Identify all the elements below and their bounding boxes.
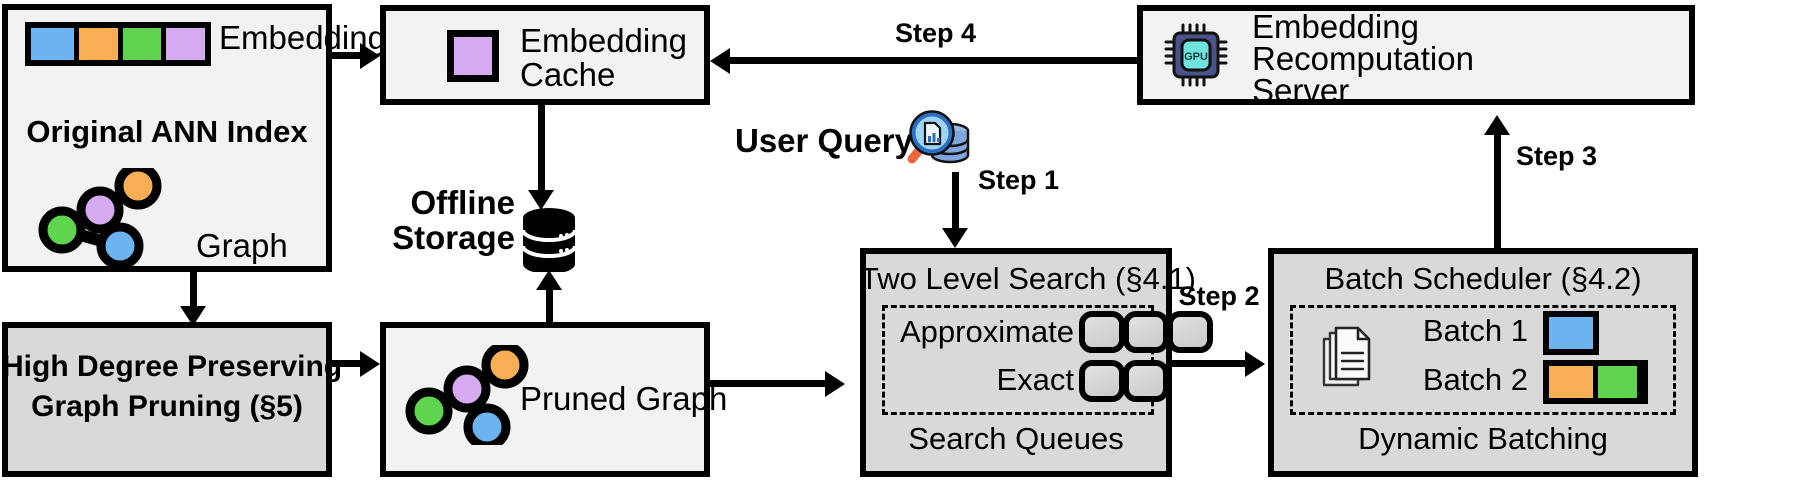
- query-search-database-icon: [905, 105, 975, 175]
- arrow-pruned-graph-to-storage-line: [546, 278, 553, 323]
- arrow-pruned-graph-to-search-head: [825, 371, 845, 397]
- embedding-cache-swatch: [447, 30, 499, 82]
- batch-scheduler-title: Batch Scheduler (§4.2): [1324, 261, 1642, 296]
- dynamic-batching-dashed-region: [1290, 305, 1676, 415]
- search-row-approximate-queues: [1079, 311, 1213, 353]
- search-queues-caption: Search Queues: [908, 421, 1124, 456]
- graph-pruning-label-line1: High Degree Preserving: [2, 350, 343, 383]
- batch-2-swatches: [1543, 360, 1648, 404]
- arrow-cache-to-storage-line: [538, 105, 545, 197]
- arrow-pruned-graph-to-storage-head: [536, 270, 562, 290]
- arrow-step2-line: [1172, 360, 1252, 367]
- database-icon: [521, 206, 577, 272]
- step2-label: Step 2: [1178, 281, 1260, 311]
- embedding-cache-label-line1: Embedding: [520, 22, 687, 59]
- batch-swatch-orange: [1549, 366, 1593, 398]
- documents-stack-icon: [1318, 325, 1374, 391]
- embedding-swatch-green: [117, 28, 162, 60]
- arrow-step3-line: [1494, 130, 1501, 250]
- original-graph-icon: [38, 168, 168, 266]
- offline-storage-label-line2: Storage: [392, 219, 515, 256]
- arrow-index-to-cache-line: [332, 52, 367, 59]
- step1-label: Step 1: [978, 165, 1060, 195]
- embedding-swatch-blue: [31, 28, 75, 60]
- arrow-step1-head: [942, 228, 968, 248]
- embedding-cache-label-line2: Cache: [520, 56, 616, 93]
- queue-tile[interactable]: [1123, 360, 1169, 402]
- arrow-index-to-cache-head: [360, 43, 380, 69]
- offline-storage-label-line1: Offline: [410, 184, 516, 221]
- batch-swatch-blue: [1549, 317, 1593, 349]
- arrow-pruned-graph-to-search-line: [710, 380, 832, 387]
- queue-tile[interactable]: [1123, 311, 1169, 353]
- embedding-swatch-orange: [74, 28, 118, 60]
- step3-label: Step 3: [1516, 141, 1598, 171]
- arrow-step2-head: [1245, 351, 1265, 377]
- arrow-pruning-to-pruned-graph-head: [360, 351, 380, 377]
- embedding-label: Embedding: [219, 19, 386, 56]
- graph-label: Graph: [196, 227, 288, 264]
- search-row-approximate-label: Approximate: [899, 314, 1074, 349]
- graph-pruning-label-line2: Graph Pruning (§5): [31, 390, 303, 423]
- arrow-index-to-pruning-line: [190, 272, 197, 314]
- user-query-label: User Query: [735, 122, 913, 159]
- batch-swatch-green: [1593, 366, 1637, 398]
- queue-tile[interactable]: [1167, 311, 1213, 353]
- original-ann-index-label: Original ANN Index: [26, 114, 308, 149]
- gpu-chip-icon: GPU: [1163, 22, 1229, 88]
- recomputation-server-label-line1: Embedding: [1252, 8, 1419, 45]
- arrow-step4-head: [710, 48, 730, 74]
- dynamic-batching-caption: Dynamic Batching: [1358, 421, 1608, 456]
- search-row-exact-queues: [1079, 360, 1169, 402]
- gpu-chip-icon-text: GPU: [1184, 51, 1208, 63]
- pruned-graph-icon: [405, 345, 535, 445]
- queue-tile[interactable]: [1079, 311, 1125, 353]
- arrow-index-to-pruning-head: [180, 306, 206, 326]
- recomputation-server-box: [1137, 5, 1695, 105]
- step4-label: Step 4: [895, 18, 977, 48]
- graph-pruning-box: [2, 322, 332, 477]
- queue-tile[interactable]: [1079, 360, 1125, 402]
- arrow-step3-head: [1484, 115, 1510, 135]
- batch-1-label: Batch 1: [1422, 313, 1528, 348]
- batch-2-label: Batch 2: [1422, 362, 1528, 397]
- arrow-cache-to-storage-head: [528, 190, 554, 210]
- two-level-search-title: Two Level Search (§4.1): [860, 261, 1197, 296]
- pruned-graph-label: Pruned Graph: [520, 380, 728, 417]
- recomputation-server-label-line2: Recomputation: [1252, 40, 1474, 77]
- search-row-exact-label: Exact: [996, 362, 1074, 397]
- batch-1-swatches: [1543, 311, 1599, 355]
- embedding-swatch-strip: [25, 22, 211, 66]
- recomputation-server-label-line3: Server: [1252, 72, 1350, 109]
- embedding-swatch-purple: [161, 28, 206, 60]
- arrow-step4-line: [728, 57, 1137, 64]
- arrow-pruning-to-pruned-graph-line: [332, 360, 367, 367]
- arrow-step1-line: [952, 172, 959, 234]
- embedding-cache-box: [380, 5, 710, 105]
